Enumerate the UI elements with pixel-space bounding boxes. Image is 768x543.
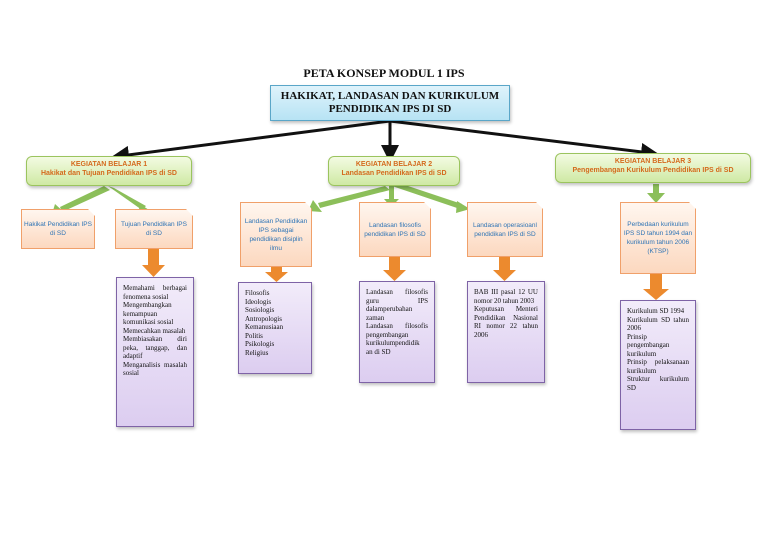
kegiatan-belajar-2-box: KEGIATAN BELAJAR 2 Landasan Pendidikan I… <box>328 156 460 186</box>
page-title: PETA KONSEP MODUL 1 IPS <box>303 66 465 80</box>
kurikulum-detail-item: Kurikulum SD 1994 <box>627 307 685 315</box>
green-arrow-kb2-mid <box>389 186 394 200</box>
kb2-subtitle: Landasan Pendidikan IPS di SD <box>341 170 447 177</box>
disiplin-detail-item: Psikologis <box>245 340 275 348</box>
main-topic-line2: PENDIDIKAN IPS DI SD <box>328 103 452 115</box>
tujuan-label: Tujuan Pendidikan IPS di SD <box>121 221 187 237</box>
landasan-operasional-label: Landasan operasioanl pendidikan IPS di S… <box>473 221 537 238</box>
green-arrow-kb2-left <box>318 186 390 208</box>
kb3-label: KEGIATAN BELAJAR 3 <box>614 158 692 165</box>
orange-arrow-filosofis <box>389 257 400 271</box>
green-arrow-kb3-head <box>647 193 665 203</box>
kurikulum-detail-item: Prinsip pelaksanaan kurikulum <box>627 358 689 375</box>
disiplin-detail-item: Sosiologis <box>245 306 275 314</box>
kb3-subtitle: Pengembangan Kurikulum Pendidikan IPS di… <box>572 167 734 174</box>
hakikat-node: Hakikat Pendidikan IPS di SD <box>21 209 95 249</box>
landasan-disiplin-details-box: Filosofis Ideologis Sosiologis Antropolo… <box>238 282 312 374</box>
tujuan-node: Tujuan Pendidikan IPS di SD <box>115 209 193 249</box>
landasan-operasional-details-box: BAB III pasal 12 UU nomor 20 tahun 2003 … <box>467 281 545 383</box>
kurikulum-detail-item: Kurikulum SD tahun 2006 <box>627 315 689 333</box>
green-arrow-kb3 <box>653 184 659 194</box>
kb2-label: KEGIATAN BELAJAR 2 <box>355 161 433 168</box>
main-topic-line1: HAKIKAT, LANDASAN DAN KURIKULUM <box>280 90 500 102</box>
tujuan-detail-item: Mengembangkan kemampuan komunikasi sosia… <box>123 301 174 326</box>
green-arrow-kb2-right <box>392 182 462 209</box>
landasan-disiplin-node: Landasan Pendidikan IPS sebagai pendidik… <box>240 202 312 267</box>
landasan-filosofis-node: Landasan filosofis pendidikan IPS di SD <box>359 202 431 257</box>
kb1-label: KEGIATAN BELAJAR 1 <box>70 161 148 168</box>
disiplin-detail-item: Ideologis <box>245 297 272 306</box>
kb1-subtitle: Hakikat dan Tujuan Pendidikan IPS di SD <box>40 170 177 177</box>
main-topic-box: HAKIKAT, LANDASAN DAN KURIKULUM PENDIDIK… <box>270 85 510 121</box>
perbedaan-kurikulum-label: Perbedaan kurikulum IPS SD tahun 1994 da… <box>623 221 693 255</box>
disiplin-detail-item: Religius <box>245 348 269 357</box>
disiplin-detail-item: Politis <box>245 331 263 340</box>
perbedaan-kurikulum-node: Perbedaan kurikulum IPS SD tahun 1994 da… <box>620 202 696 274</box>
arrow-main-to-kb1 <box>111 119 391 164</box>
kegiatan-belajar-3-box: KEGIATAN BELAJAR 3 Pengembangan Kurikulu… <box>555 153 751 183</box>
arrow-main-to-kb3 <box>389 119 659 161</box>
orange-arrow-disiplin <box>271 267 282 273</box>
disiplin-detail-item: Filosofis <box>245 289 270 297</box>
kegiatan-belajar-1-box: KEGIATAN BELAJAR 1 Hakikat dan Tujuan Pe… <box>26 156 192 186</box>
kurikulum-detail-item: Struktur kurikulum SD <box>627 375 689 392</box>
green-arrow-kb1-right <box>108 186 146 210</box>
orange-arrow-disiplin-head <box>265 272 288 282</box>
filosofis-detail-item: Landasan filosofis pengembangan kurikulu… <box>366 322 428 356</box>
operasional-detail-item: Keputusan Menteri Pendidikan Nasional RI… <box>474 305 538 339</box>
orange-arrow-perbedaan <box>650 274 662 290</box>
orange-arrow-perbedaan-head <box>643 289 669 300</box>
operasional-detail-item: BAB III pasal 12 UU nomor 20 tahun 2003 <box>474 288 538 305</box>
orange-arrow-tujuan <box>148 249 159 266</box>
hakikat-label: Hakikat Pendidikan IPS di SD <box>24 221 92 237</box>
orange-arrow-tujuan-head <box>142 265 165 277</box>
orange-arrow-filosofis-head <box>383 270 406 281</box>
green-arrow-kb2-right-head <box>456 201 470 213</box>
tujuan-detail-item: Membiasakan diri peka, tanggap, dan adap… <box>123 335 187 360</box>
orange-arrow-operasional-head <box>493 270 516 281</box>
disiplin-detail-item: Antropologis <box>245 314 282 323</box>
landasan-operasional-node: Landasan operasioanl pendidikan IPS di S… <box>467 202 543 257</box>
orange-arrow-operasional <box>499 257 510 271</box>
green-arrow-kb1-left <box>60 186 110 212</box>
tujuan-detail-item: Memecahkan masalah <box>123 326 186 335</box>
disiplin-detail-item: Kemanusiaan <box>245 323 284 331</box>
tujuan-detail-item: Memahami berbagai fenomena sosial <box>123 284 187 301</box>
filosofis-detail-item: Landasan filosofis guru IPS dalamperubah… <box>366 288 428 322</box>
tujuan-details-box: Memahami berbagai fenomena sosial Mengem… <box>116 277 194 427</box>
landasan-disiplin-label: Landasan Pendidikan IPS sebagai pendidik… <box>244 217 308 252</box>
landasan-filosofis-details-box: Landasan filosofis guru IPS dalamperubah… <box>359 281 435 383</box>
tujuan-detail-item: Menganalisis masalah sosial <box>123 360 187 378</box>
perbedaan-details-box: Kurikulum SD 1994 Kurikulum SD tahun 200… <box>620 300 696 430</box>
kurikulum-detail-item: Prinsip pengembangan kurikulum <box>627 332 670 358</box>
landasan-filosofis-label: Landasan filosofis pendidikan IPS di SD <box>364 221 426 238</box>
